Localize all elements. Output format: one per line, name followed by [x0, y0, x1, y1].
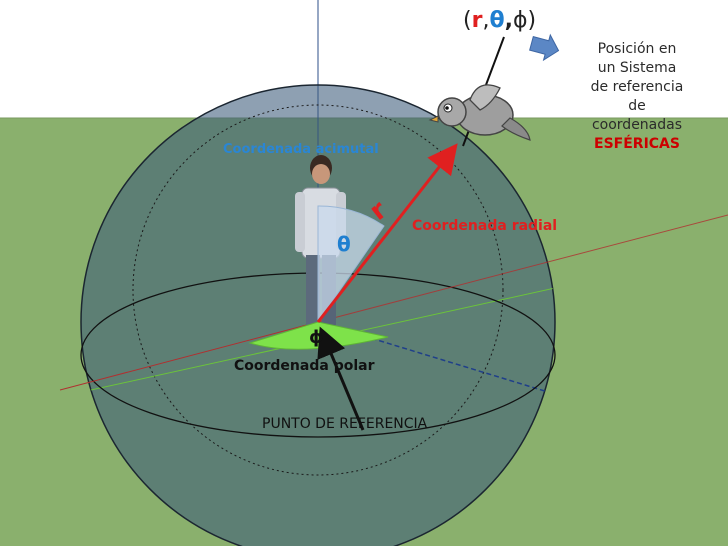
ground-axis-green	[81, 249, 555, 411]
tuple-close: )	[527, 8, 537, 33]
theta-sector	[317, 205, 385, 324]
description-text: Posición en un Sistema de referencia de …	[582, 40, 692, 154]
ground-axis-red-ext	[317, 214, 728, 323]
ground-axis-red	[59, 321, 319, 391]
hint-arrow-icon	[529, 33, 560, 62]
phi-symbol: ϕ	[309, 327, 324, 348]
azimuthal-label: Coordenada acimutal	[223, 142, 379, 157]
reference-point-arrow	[317, 326, 365, 431]
tuple-phi: ϕ	[512, 8, 528, 33]
bird-figure	[428, 84, 531, 141]
description-line: un Sistema	[597, 60, 677, 76]
radial-label: Coordenada radial	[412, 218, 558, 234]
tuple-r: r	[471, 8, 483, 33]
tuple-theta: θ	[489, 8, 505, 33]
tuple-open: (	[463, 8, 472, 33]
description-line: de	[628, 98, 646, 114]
tuple-sep-1: ,	[482, 8, 490, 33]
polar-label: Coordenada polar	[234, 358, 375, 374]
description-line: Posición en	[597, 41, 677, 57]
coordinate-tuple: (r,θ,ϕ)	[463, 8, 536, 33]
description-emphasis: ESFÉRICAS	[594, 136, 680, 152]
tuple-sep-2: ,	[504, 8, 513, 33]
description-line: coordenadas	[591, 117, 683, 133]
theta-symbol: θ	[337, 232, 351, 256]
reference-point-label: PUNTO DE REFERENCIA	[262, 416, 428, 432]
description-line: de referencia	[590, 79, 684, 95]
inner-dotted-circle	[132, 104, 504, 476]
radial-vector	[316, 143, 458, 323]
